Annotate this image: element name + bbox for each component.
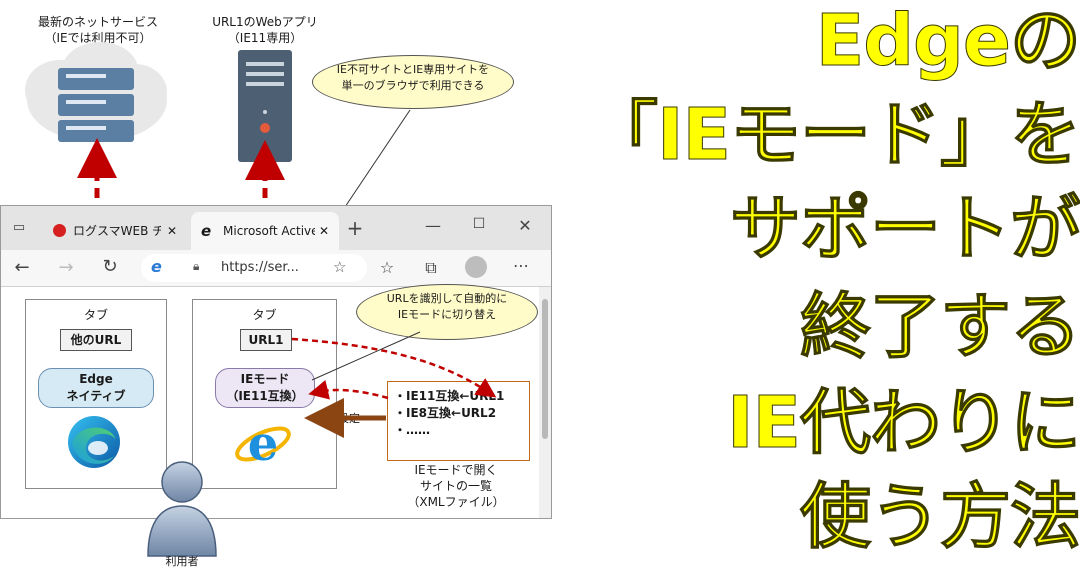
scrollbar-thumb[interactable]	[542, 299, 548, 439]
xml-caption: IEモードで開く サイトの一覧 （XMLファイル）	[386, 462, 526, 510]
ie-tab-icon: e	[201, 222, 212, 240]
pill-line: ネイティブ	[66, 389, 126, 403]
cloud-server-caption: 最新のネットサービス （IEでは利用不可）	[18, 14, 178, 46]
window-close-icon[interactable]: ✕	[518, 216, 532, 235]
toolbar: ← → ↻ e 🔒︎ https://ser... ☆ ☆ ⧉ ⋯	[1, 250, 551, 287]
diagram-graphics	[25, 42, 411, 300]
tab-title: Microsoft Active	[223, 224, 315, 238]
bubble-line: IEモードに切り替え	[397, 308, 497, 321]
pane-tab-label: タブ	[252, 308, 277, 322]
url1-box: URL1	[240, 329, 292, 351]
headline-line: Edgeの	[815, 0, 1080, 82]
webapp-server-caption: URL1のWebアプリ （IE11専用）	[190, 14, 340, 46]
address-text[interactable]: https://ser...	[221, 260, 299, 275]
caption-line: （XMLファイル）	[407, 495, 505, 509]
close-icon[interactable]: ✕	[319, 224, 330, 238]
maximize-icon[interactable]: ☐	[472, 216, 486, 232]
server-icon	[238, 50, 292, 162]
pill-line: Edge	[79, 372, 113, 386]
bubble-line: IE不可サイトとIE専用サイトを	[336, 63, 490, 76]
ie-mode-icon[interactable]: e	[151, 257, 162, 276]
caption-line: 最新のネットサービス	[37, 15, 158, 29]
server-rack-icon	[58, 68, 134, 142]
scrollbar[interactable]	[539, 287, 551, 518]
forward-icon[interactable]: →	[58, 257, 74, 278]
new-tab-icon[interactable]: +	[346, 216, 364, 240]
edge-logo-icon	[68, 416, 120, 468]
svg-text:e: e	[248, 416, 279, 472]
add-favorite-icon[interactable]: ☆	[333, 258, 347, 276]
tab-bar: ▭ ログスマWEB チェ ✕ e Microsoft Active ✕ + — …	[1, 206, 551, 250]
caption-line: IEモードで開く	[414, 463, 498, 477]
avatar[interactable]	[465, 256, 487, 278]
tab-other[interactable]: ログスマWEB チェ ✕	[41, 212, 186, 250]
pane-tab-label: タブ	[83, 308, 108, 322]
close-icon[interactable]: ✕	[167, 224, 178, 238]
auto-switch-bubble: URLを識別して自動的に IEモードに切り替え	[356, 284, 538, 340]
more-icon[interactable]: ⋯	[513, 256, 529, 275]
headline-line: 終了する	[799, 285, 1080, 368]
window-menu-icon[interactable]: ▭	[12, 220, 26, 235]
pill-line: IEモード	[240, 372, 290, 386]
site-favicon-icon	[53, 224, 66, 237]
tab-active[interactable]: e Microsoft Active ✕	[191, 212, 339, 250]
headline-line: サポートが	[729, 187, 1080, 270]
favorites-icon[interactable]: ☆	[379, 258, 395, 277]
bubble-line: 単一のブラウザで利用できる	[341, 79, 485, 92]
collections-icon[interactable]: ⧉	[425, 258, 437, 277]
xml-entry: ・……	[394, 423, 431, 437]
caption-line: URL1のWebアプリ	[212, 15, 318, 29]
address-bar[interactable]: e 🔒︎ https://ser... ☆	[141, 254, 367, 282]
user-label: 利用者	[165, 555, 199, 568]
minimize-icon[interactable]: —	[425, 216, 441, 235]
bubble-line: URLを識別して自動的に	[386, 292, 508, 305]
ie-mode-pill: IEモード （IE11互換）	[215, 368, 315, 408]
tab-title: ログスマWEB チェ	[73, 224, 161, 238]
headline-line: 使う方法	[799, 475, 1080, 558]
caption-line: （IE11専用）	[227, 31, 303, 45]
user-icon	[147, 461, 217, 557]
ie-logo-icon: e	[235, 416, 291, 472]
top-callout-bubble: IE不可サイトとIE専用サイトを 単一のブラウザで利用できる	[312, 55, 514, 109]
other-url-box: 他のURL	[60, 329, 132, 351]
lock-icon: 🔒︎	[193, 259, 200, 273]
headline-line: IE代わりに	[727, 381, 1080, 464]
refresh-icon[interactable]: ↻	[102, 256, 118, 277]
caption-line: サイトの一覧	[419, 479, 492, 493]
edge-native-pill: Edge ネイティブ	[38, 368, 154, 408]
headline-line: 「IEモード」を	[587, 93, 1080, 176]
pill-line: （IE11互換）	[226, 389, 304, 403]
caption-line: （IEでは利用不可）	[44, 31, 152, 45]
flow-arrows	[291, 331, 497, 438]
back-icon[interactable]: ←	[14, 257, 30, 278]
xml-entry: ・IE8互換←URL2	[394, 406, 497, 420]
